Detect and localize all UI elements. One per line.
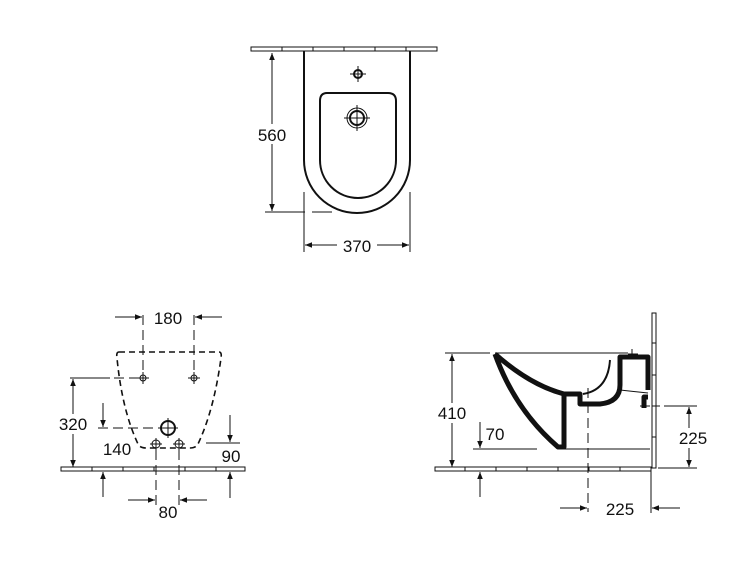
label-80: 80 [159,503,178,522]
label-320: 320 [59,415,87,434]
outlet-section [564,354,651,408]
label-180: 180 [154,309,182,328]
waste-hole-icon [158,418,178,438]
dimension-370: 370 [303,192,411,256]
floor-strip [434,466,652,472]
label-225-distance: 225 [606,500,634,519]
label-370: 370 [343,237,371,256]
wall-strip [651,312,657,469]
label-70: 70 [486,425,505,444]
crosshair-icon [628,349,638,359]
tap-hole-icon [350,66,366,82]
dimension-70: 70 [473,422,537,497]
dimension-90: 90 [206,415,240,498]
side-view: 410 70 225 225 [433,312,714,519]
bolt-hole-icon [137,372,149,384]
dimension-560: 560 [254,53,332,213]
label-140: 140 [103,440,131,459]
dimension-225-distance: 225 [560,471,680,519]
dimension-80: 80 [128,450,207,522]
label-225-height: 225 [679,429,707,448]
dimension-225-height: 225 [640,405,714,469]
dimension-320: 320 [54,377,138,467]
bidet-hidden-outline [115,351,223,449]
wall-strip [250,46,438,52]
supply-hole-icon [173,438,185,450]
dimension-410: 410 [433,352,490,467]
drain-icon [344,105,370,131]
label-90: 90 [222,447,241,466]
front-view: 180 320 140 90 80 [54,309,246,522]
bidet-section-outline [492,352,567,450]
label-560: 560 [258,126,286,145]
bolt-hole-icon [188,372,200,384]
bidet-outline [303,51,411,214]
base-line [564,389,650,450]
supply-hole-icon [150,438,162,450]
dimension-140: 140 [98,403,160,497]
label-410: 410 [438,404,466,423]
top-view: 560 370 [250,46,438,256]
dimension-180: 180 [115,309,222,375]
floor-strip [60,466,246,472]
basin-outline [319,92,397,199]
inner-bowl-line [582,359,611,395]
